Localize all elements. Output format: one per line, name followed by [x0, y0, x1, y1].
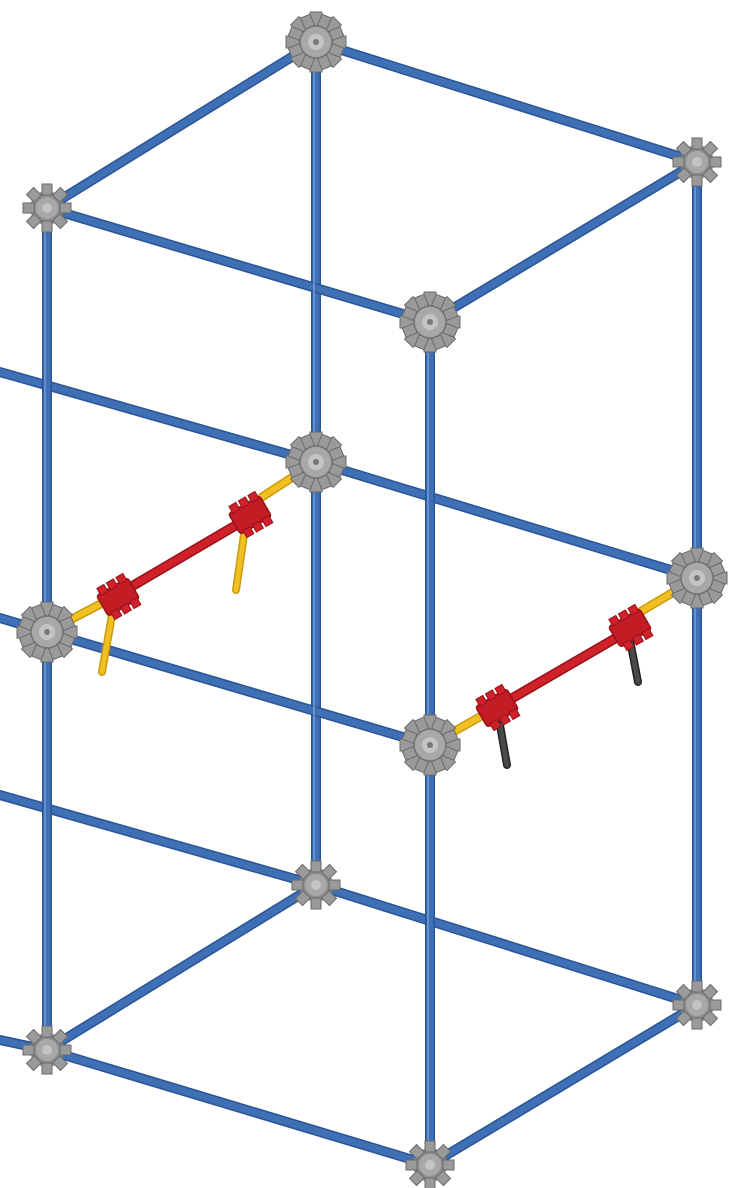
gray-hub-connector-icon [672, 137, 722, 187]
blue-rod [43, 628, 434, 749]
gray-hub-connector-icon [291, 860, 341, 910]
blue-rod [0, 791, 320, 889]
blue-rod [43, 881, 320, 1054]
gray-hub-connector-icon [285, 11, 347, 73]
red-clip-connector [471, 682, 523, 734]
blue-rod [312, 881, 701, 1009]
blue-rod [0, 368, 320, 466]
gray-hub-connector-icon [399, 291, 461, 353]
gray-hub-connector-icon [666, 547, 728, 609]
right-crossbar-assembly [425, 573, 702, 769]
blue-rod [426, 158, 701, 326]
blue-rod [43, 1046, 434, 1169]
gray-hub-connector-icon [672, 980, 722, 1030]
gray-hub-connector-icon [399, 714, 461, 776]
blue-rod [312, 38, 701, 166]
gray-hub-connector-icon [285, 431, 347, 493]
gray-hub-connector-icon [405, 1140, 455, 1188]
blue-rod [426, 1001, 701, 1169]
blue-rod [43, 38, 320, 212]
gray-hub-connector-icon [22, 183, 72, 233]
blue-rod [312, 458, 701, 582]
gray-hub-connector-icon [22, 1025, 72, 1075]
gray-hub-connector-icon [16, 601, 78, 663]
blue-rod [43, 204, 434, 326]
